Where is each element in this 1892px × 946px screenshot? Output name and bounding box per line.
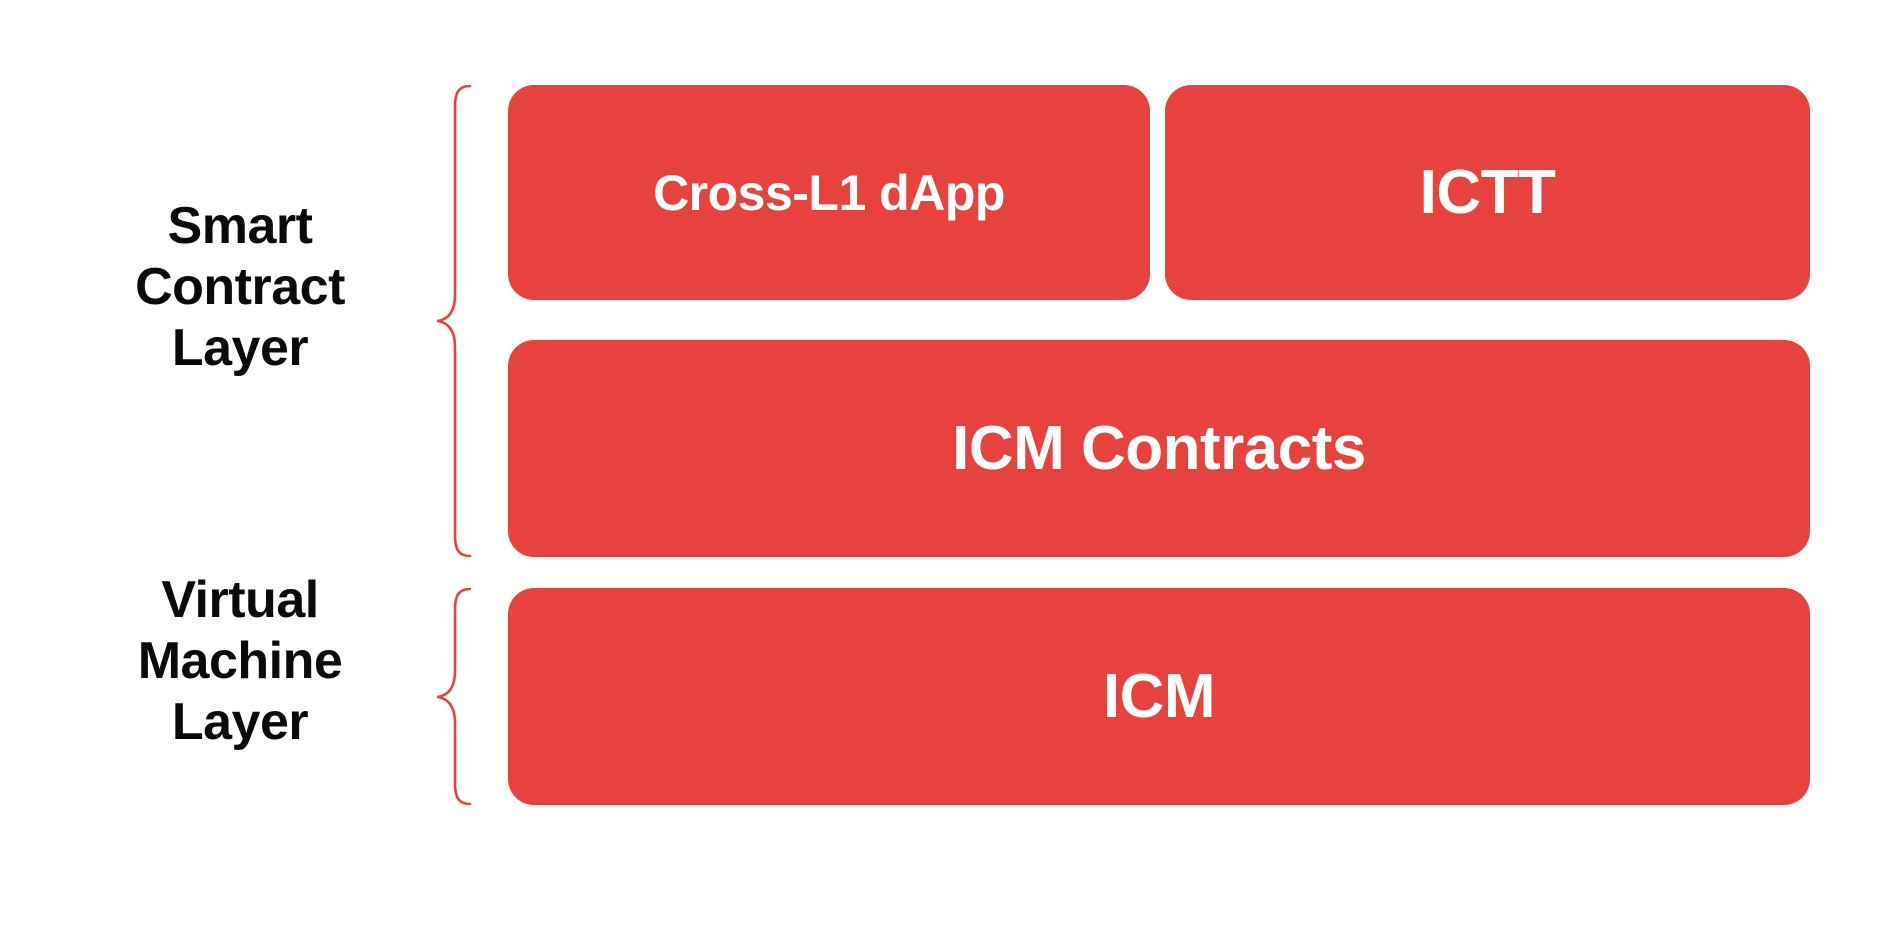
box-icm[interactable]: ICM	[508, 588, 1810, 805]
curly-brace-icon-smart-contract	[437, 85, 471, 557]
layer-label-virtual-machine: Virtual Machine Layer	[137, 571, 343, 751]
curly-brace-icon-virtual-machine	[437, 588, 471, 805]
layer-label-smart-contract: Smart Contract Layer	[135, 197, 345, 377]
box-ictt[interactable]: ICTT	[1165, 85, 1810, 300]
box-label-icm-contracts: ICM Contracts	[952, 413, 1366, 483]
box-label-ictt: ICTT	[1419, 157, 1556, 227]
box-label-cross-l1-dapp: Cross-L1 dApp	[653, 164, 1005, 221]
box-icm-contracts[interactable]: ICM Contracts	[508, 340, 1810, 557]
box-label-icm: ICM	[1102, 661, 1216, 731]
box-cross-l1-dapp[interactable]: Cross-L1 dApp	[508, 85, 1150, 300]
